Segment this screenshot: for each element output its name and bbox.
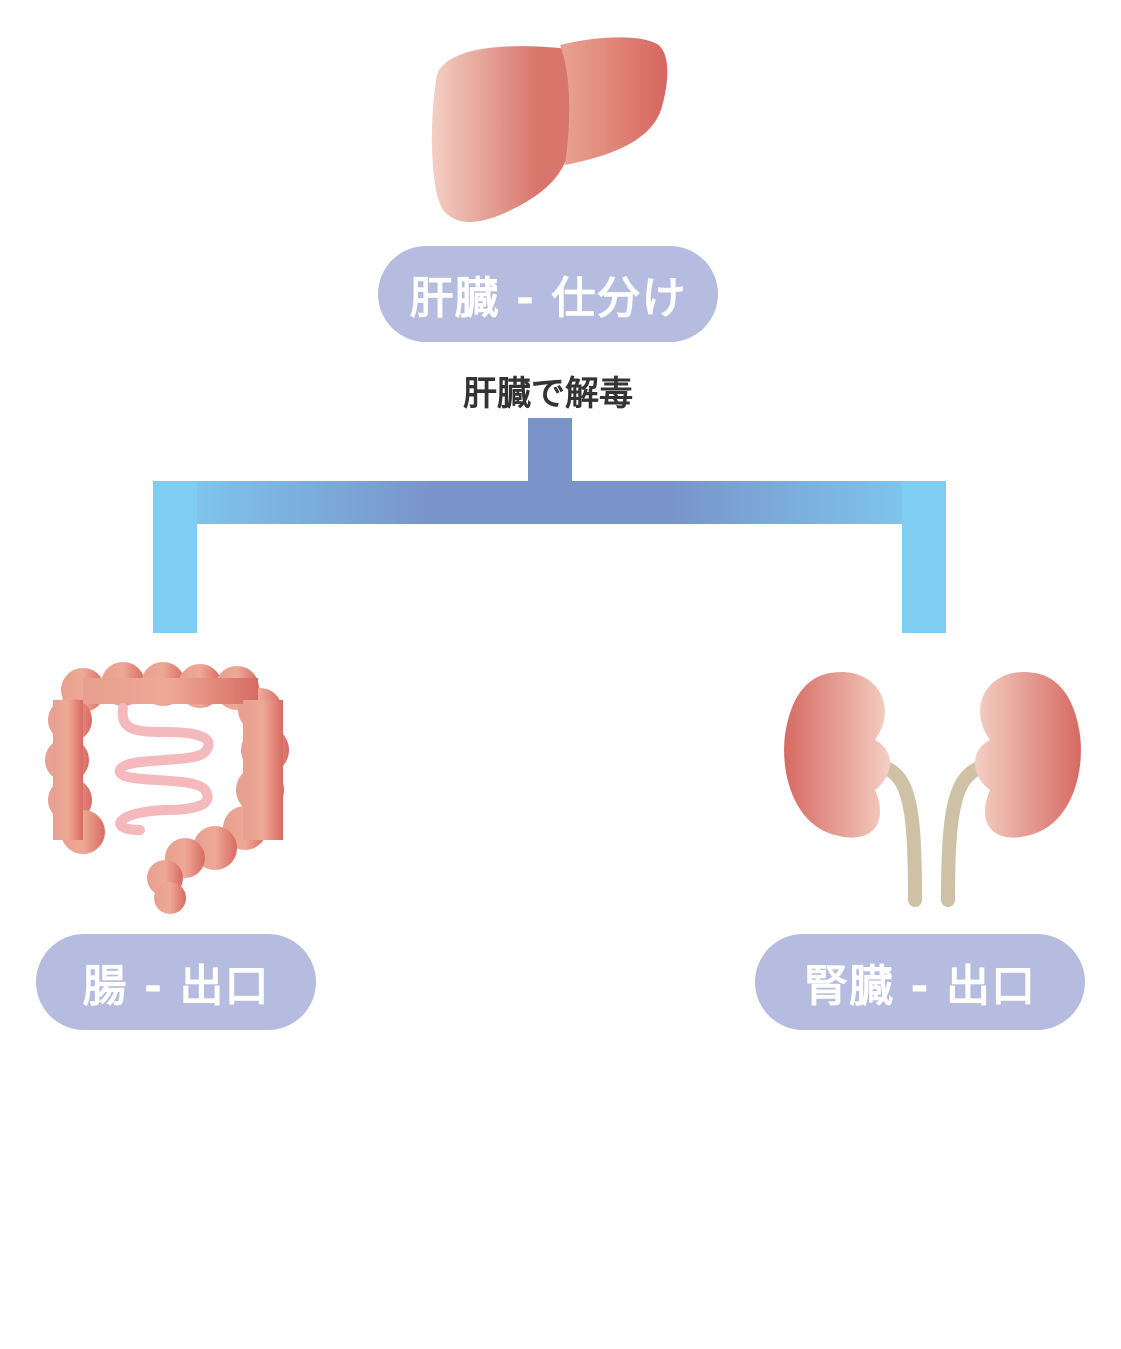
intestine-label-pill: 腸 - 出口 — [36, 934, 316, 1030]
connector-right-drop — [902, 481, 946, 633]
liver-caption: 肝臓で解毒 — [463, 374, 633, 414]
liver-label-pill: 肝臓 - 仕分け — [378, 246, 718, 342]
connector-bar — [153, 481, 946, 524]
large-intestine-icon — [45, 662, 289, 914]
kidney-label-pill: 腎臓 - 出口 — [755, 934, 1085, 1030]
connector-left-drop — [153, 481, 197, 633]
kidney-icon — [784, 671, 1081, 907]
liver-icon — [431, 37, 668, 222]
connector-bracket — [153, 418, 946, 633]
connector-stem — [528, 418, 572, 484]
